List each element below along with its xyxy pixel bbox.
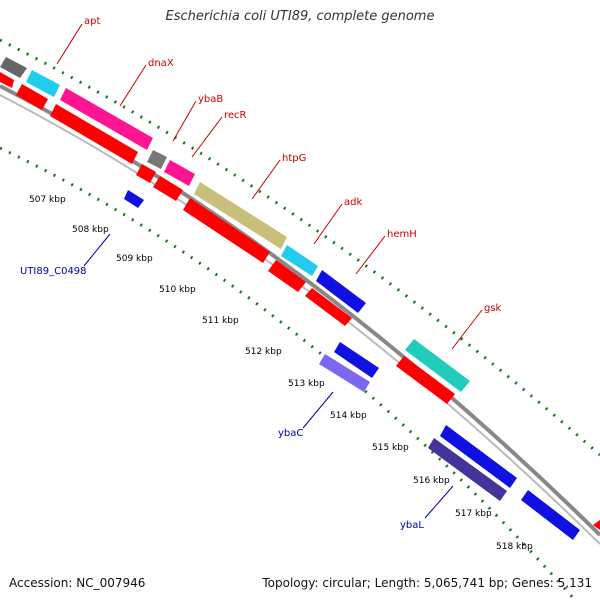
gene-blue-4 xyxy=(521,490,580,540)
kbp-label: 507 kbp xyxy=(29,195,66,205)
gene-labels-upper: apt dnaX ybaB recR htpG adk hemH gsk xyxy=(56,16,502,350)
gene-apt xyxy=(0,57,27,78)
gene-label-recR: recR xyxy=(224,110,247,121)
gene-cyan-1 xyxy=(26,70,60,97)
red-block-8 xyxy=(305,288,352,326)
red-block-4 xyxy=(136,164,156,183)
red-block-5 xyxy=(153,176,183,201)
gene-htpG xyxy=(194,182,287,249)
gene-blocks-lower xyxy=(124,190,580,540)
topology-label: Topology: circular; Length: 5,065,741 bp… xyxy=(262,576,592,590)
kbp-label: 510 kbp xyxy=(159,285,196,295)
gene-blocks-upper xyxy=(0,57,470,392)
gene-recR xyxy=(164,160,195,186)
red-block-2 xyxy=(16,84,48,110)
gene-ybaL xyxy=(428,438,507,501)
red-block-9 xyxy=(396,356,455,404)
red-block-10 xyxy=(593,520,600,530)
gene-label-ybaL: ybaL xyxy=(400,520,424,531)
gene-label-htpG: htpG xyxy=(282,153,306,164)
map-title: Escherichia coli UTI89, complete genome xyxy=(165,9,435,24)
gene-adk xyxy=(281,245,318,276)
gene-ybaB xyxy=(147,150,167,169)
gene-label-gsk: gsk xyxy=(484,303,502,314)
gene-labels-lower: UTI89_C0498 ybaC ybaL xyxy=(20,233,454,531)
gene-label-ybaB: ybaB xyxy=(198,94,223,105)
gene-blocks-red xyxy=(0,72,600,530)
gene-label-hemH: hemH xyxy=(387,229,417,240)
inner-dotted-track xyxy=(0,146,577,600)
gene-dnaX xyxy=(60,88,153,150)
accession-label: Accession: NC_007946 xyxy=(9,576,146,590)
red-block-7 xyxy=(268,260,306,292)
kbp-label: 517 kbp xyxy=(455,509,492,519)
gene-hemH xyxy=(316,270,366,313)
kbp-labels: 507 kbp 508 kbp 509 kbp 510 kbp 511 kbp … xyxy=(29,195,533,552)
kbp-label: 518 kbp xyxy=(496,542,533,552)
gene-label-dnaX: dnaX xyxy=(148,58,174,69)
gene-blue-3 xyxy=(440,425,517,488)
kbp-label: 508 kbp xyxy=(72,225,109,235)
gene-label-ybaC: ybaC xyxy=(278,428,303,439)
gene-ybaC xyxy=(319,354,370,392)
gene-label-adk: adk xyxy=(344,197,362,208)
kbp-label: 513 kbp xyxy=(288,379,325,389)
gene-label-apt: apt xyxy=(84,16,100,27)
kbp-label: 516 kbp xyxy=(413,476,450,486)
gene-label-UTI89_C0498: UTI89_C0498 xyxy=(20,266,87,277)
kbp-label: 515 kbp xyxy=(372,443,409,453)
red-block-6 xyxy=(183,198,270,263)
gene-UTI89_C0498 xyxy=(124,190,144,208)
kbp-label: 512 kbp xyxy=(245,347,282,357)
kbp-label: 511 kbp xyxy=(202,316,239,326)
kbp-label: 514 kbp xyxy=(330,411,367,421)
red-block-3 xyxy=(50,104,138,164)
gene-gsk xyxy=(405,339,470,392)
kbp-label: 509 kbp xyxy=(116,254,153,264)
red-block-1 xyxy=(0,72,14,88)
gene-blue-2 xyxy=(334,342,379,378)
